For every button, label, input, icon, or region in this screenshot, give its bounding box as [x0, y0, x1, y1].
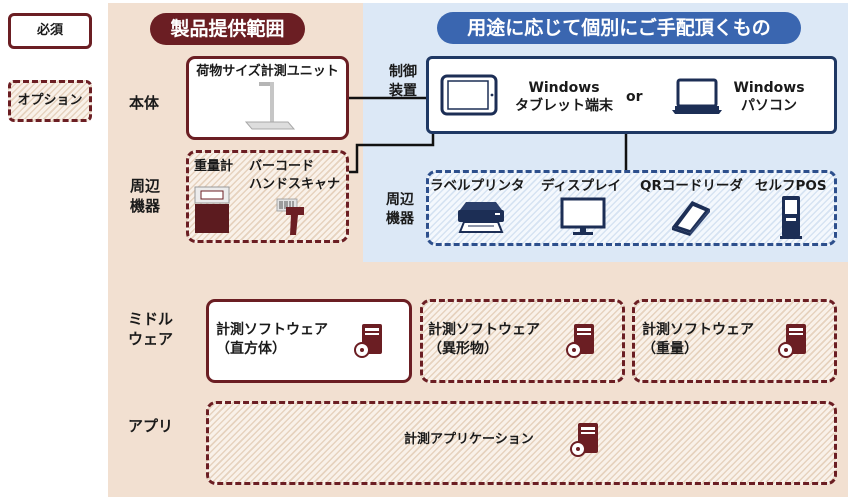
barcode-scanner-icon — [276, 195, 306, 237]
self-pos-icon — [778, 194, 804, 240]
qr-code-reader-label: QRコードリーダ — [640, 178, 743, 194]
main-unit-label: 荷物サイズ計測ユニット — [196, 64, 339, 79]
row-label-line: 周辺 — [130, 177, 161, 195]
display-icon — [560, 197, 606, 237]
measuring-stand-icon — [240, 80, 300, 132]
label-printer-icon — [452, 196, 510, 236]
barcode-scanner-label-line: ハンドスキャナ — [249, 177, 341, 192]
software-icon — [778, 322, 808, 358]
row-label-line: 機器 — [130, 197, 161, 215]
row-label-middleware: ミドル ウェア — [128, 309, 173, 349]
middleware-label-line: 計測ソフトウェア — [642, 322, 754, 338]
tablet-option-label: Windows タブレット端末 — [509, 79, 619, 115]
self-pos-label: セルフPOS — [755, 178, 827, 194]
row-label-line: ミドル — [128, 310, 174, 328]
or-separator: or — [626, 89, 643, 105]
pc-option-label-line: パソコン — [741, 98, 797, 114]
middleware-label: 計測ソフトウェア （直方体） — [216, 321, 328, 359]
weighing-scale-icon — [194, 186, 230, 234]
row-label-app: アプリ — [128, 416, 173, 436]
app-label: 計測アプリケーション — [404, 432, 534, 447]
scope-peripherals-box: 重量計 バーコード ハンドスキャナ — [186, 150, 349, 243]
app-box: 計測アプリケーション — [206, 401, 837, 485]
middleware-label: 計測ソフトウェア （異形物） — [428, 321, 540, 359]
main-unit-box: 荷物サイズ計測ユニット — [186, 56, 349, 140]
row-label-line: 機器 — [386, 211, 414, 227]
tablet-option-label-line: Windows — [528, 80, 600, 96]
qr-code-reader-icon — [668, 195, 714, 237]
row-label-line: ウェア — [128, 330, 174, 348]
row-label-line: 装置 — [389, 83, 417, 99]
pc-option-label: Windows パソコン — [729, 79, 809, 115]
middleware-label-line: （異形物） — [428, 341, 498, 357]
row-label-line: 周辺 — [386, 192, 414, 208]
legend-option-box: オプション — [8, 80, 92, 122]
product-scope-title: 製品提供範囲 — [150, 13, 305, 45]
row-label-app-text: アプリ — [128, 417, 174, 435]
software-icon — [354, 322, 384, 358]
weighing-scale-label: 重量計 — [194, 159, 234, 174]
middleware-label-line: （直方体） — [216, 341, 286, 357]
display-label: ディスプレイ — [541, 178, 622, 194]
customer-peripherals-box: ラベルプリンタ ディスプレイ QRコードリーダ セルフPOS — [426, 170, 837, 246]
tablet-icon — [440, 74, 498, 116]
middleware-label: 計測ソフトウェア （重量） — [642, 321, 754, 359]
laptop-icon — [670, 78, 724, 116]
software-icon — [570, 421, 600, 457]
control-device-box: Windows タブレット端末 or Windows パソコン — [426, 56, 837, 134]
row-label-control-device: 制御 装置 — [389, 63, 417, 101]
tablet-option-label-line: タブレット端末 — [515, 98, 613, 114]
barcode-scanner-label-line: バーコード — [249, 159, 315, 174]
software-icon — [566, 322, 596, 358]
row-label-main-body-text: 本体 — [129, 94, 160, 112]
middleware-box-cuboid: 計測ソフトウェア （直方体） — [206, 299, 412, 383]
pc-option-label-line: Windows — [733, 80, 805, 96]
legend-required-box: 必須 — [8, 13, 92, 49]
row-label-customer-peripherals: 周辺 機器 — [386, 191, 414, 229]
row-label-main-body: 本体 — [129, 93, 159, 113]
middleware-box-weight: 計測ソフトウェア （重量） — [632, 299, 837, 383]
row-label-line: 制御 — [389, 64, 417, 80]
legend-option-label: オプション — [17, 93, 83, 108]
row-label-peripherals: 周辺 機器 — [130, 176, 160, 216]
barcode-scanner-label: バーコード ハンドスキャナ — [249, 158, 340, 194]
middleware-label-line: （重量） — [642, 341, 698, 357]
customer-arranged-title: 用途に応じて個別にご手配頂くもの — [437, 12, 801, 44]
legend-required-label: 必須 — [36, 23, 63, 38]
middleware-box-irregular: 計測ソフトウェア （異形物） — [420, 299, 625, 383]
label-printer-label: ラベルプリンタ — [430, 178, 525, 194]
middleware-label-line: 計測ソフトウェア — [216, 322, 328, 338]
middleware-label-line: 計測ソフトウェア — [428, 322, 540, 338]
